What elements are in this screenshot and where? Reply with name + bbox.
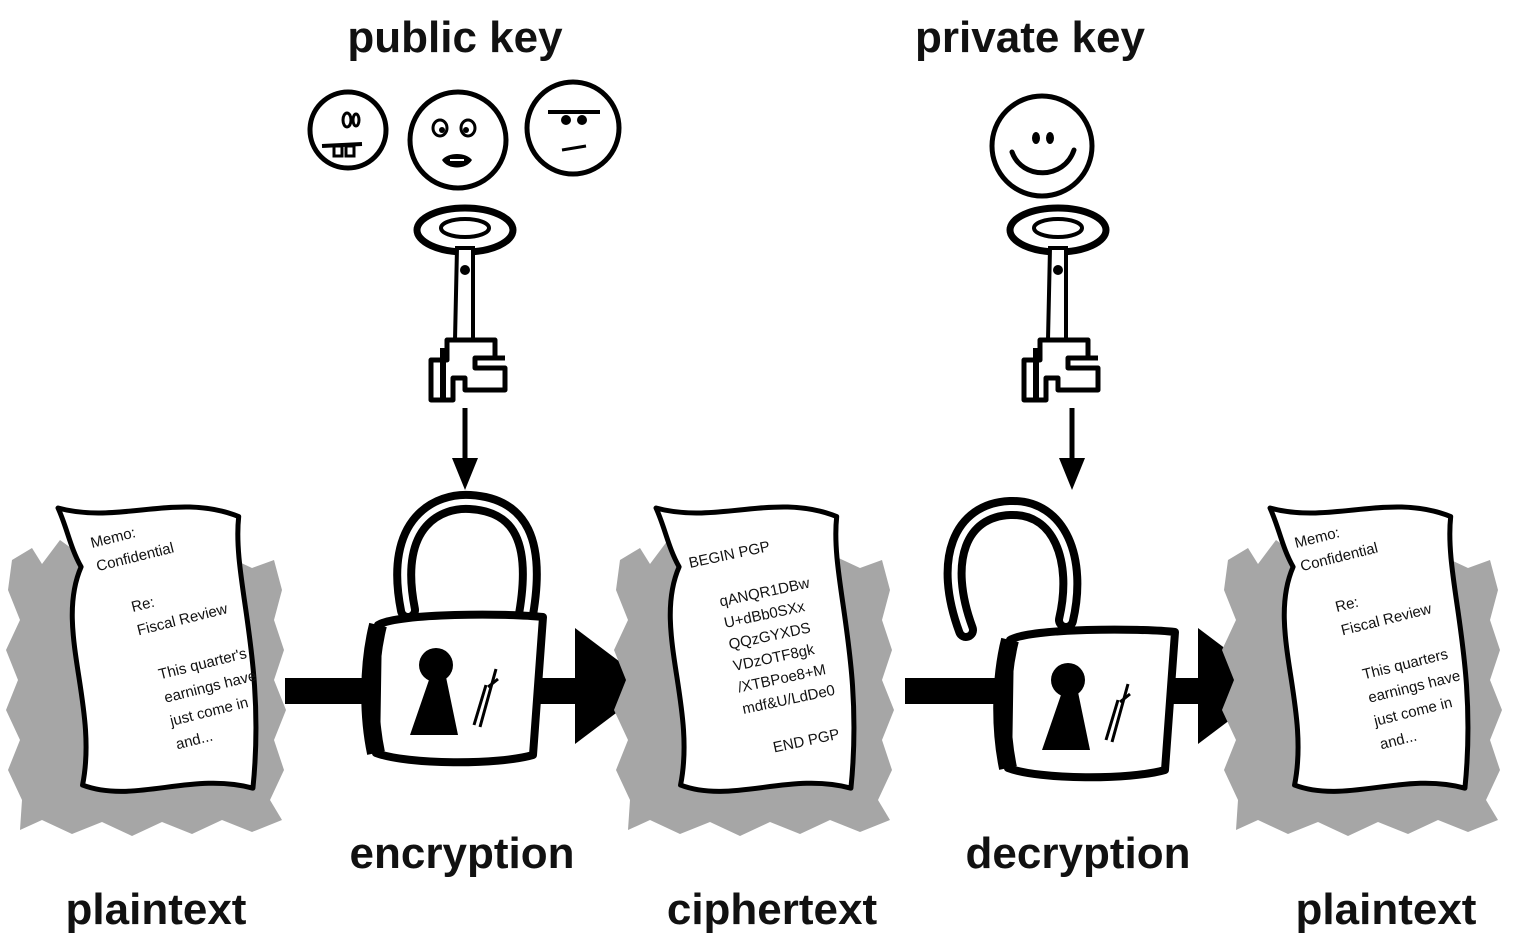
arrow-right-1-icon (575, 628, 652, 744)
document-line: Re: (130, 594, 157, 616)
encryption-label: encryption (350, 829, 575, 878)
private-key-icon (1010, 208, 1106, 400)
down-arrow-decryption-icon (1059, 408, 1085, 490)
document-line: Re: (1334, 594, 1361, 616)
ciphertext-label: ciphertext (667, 885, 878, 934)
public-key-icon (417, 208, 513, 400)
padlock-open-icon (943, 497, 1175, 777)
decryption-label: decryption (966, 829, 1191, 878)
public-face-1-icon (307, 89, 389, 171)
plaintext-right-label: plaintext (1296, 885, 1477, 934)
private-face-smiley-icon (989, 93, 1095, 199)
private-key-label: private key (915, 13, 1145, 62)
plaintext-left-label: plaintext (66, 885, 247, 934)
public-face-3-icon (524, 79, 622, 177)
public-face-2-icon (407, 89, 509, 191)
down-arrow-encryption-icon (452, 408, 478, 490)
ciphertext-document: BEGIN PGPqANQR1DBwU+dBb0SXxQQzGYXDSVDzOT… (614, 498, 894, 836)
public-key-label: public key (347, 13, 563, 62)
padlock-closed-icon (370, 490, 543, 762)
